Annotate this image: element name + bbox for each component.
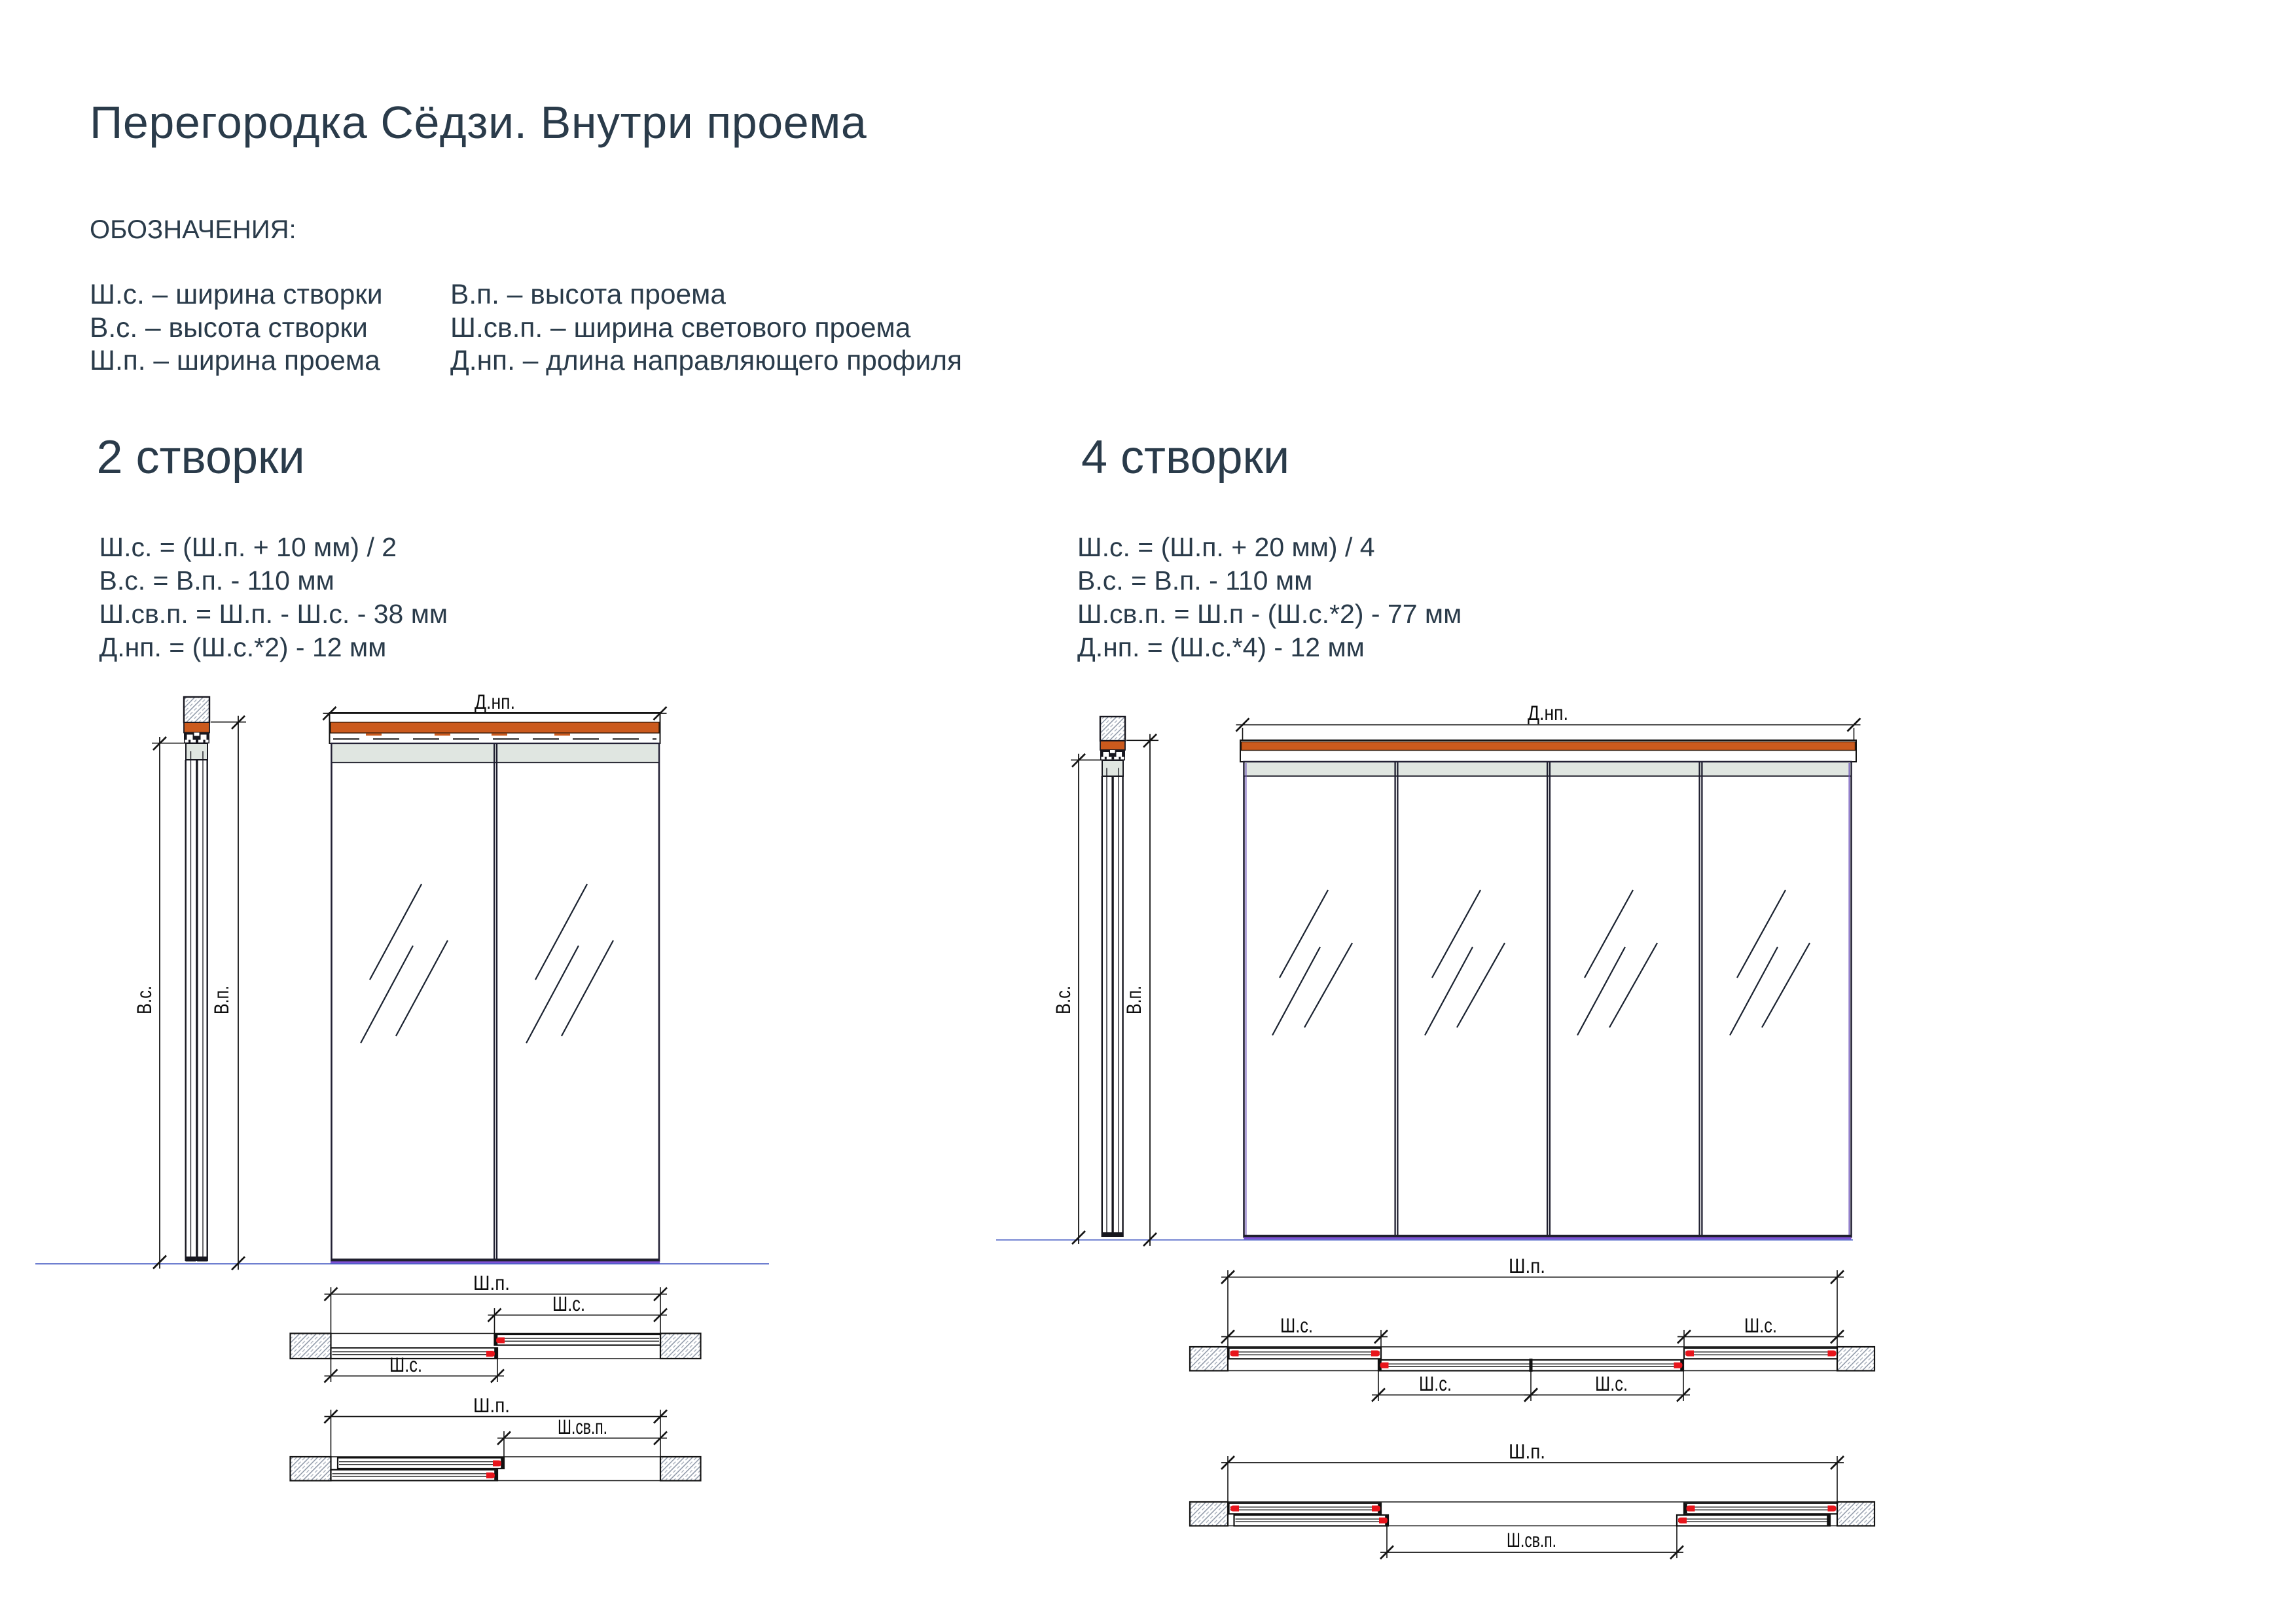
svg-text:В.с.: В.с. [132, 986, 156, 1014]
svg-text:В.с.: В.с. [1051, 986, 1075, 1014]
svg-text:В.п.: В.п. [1122, 986, 1145, 1014]
svg-text:Ш.с.: Ш.с. [1419, 1372, 1452, 1395]
svg-text:Ш.п.: Ш.п. [1509, 1254, 1545, 1277]
svg-text:Ш.п.: Ш.п. [1509, 1440, 1545, 1463]
svg-text:Ш.с.: Ш.с. [1595, 1372, 1628, 1395]
svg-text:Ш.п.: Ш.п. [473, 1393, 510, 1417]
svg-text:Д.нп.: Д.нп. [1528, 701, 1568, 724]
svg-text:Ш.п.: Ш.п. [473, 1271, 510, 1294]
svg-text:Ш.с.: Ш.с. [389, 1353, 422, 1376]
svg-text:Ш.с.: Ш.с. [1744, 1313, 1777, 1337]
svg-text:Ш.св.п.: Ш.св.п. [558, 1415, 607, 1438]
svg-text:Д.нп.: Д.нп. [475, 690, 515, 713]
svg-text:Ш.с.: Ш.с. [552, 1292, 585, 1315]
svg-text:Ш.св.п.: Ш.св.п. [1507, 1528, 1556, 1552]
svg-text:В.п.: В.п. [209, 986, 233, 1014]
svg-text:Ш.с.: Ш.с. [1280, 1313, 1313, 1337]
